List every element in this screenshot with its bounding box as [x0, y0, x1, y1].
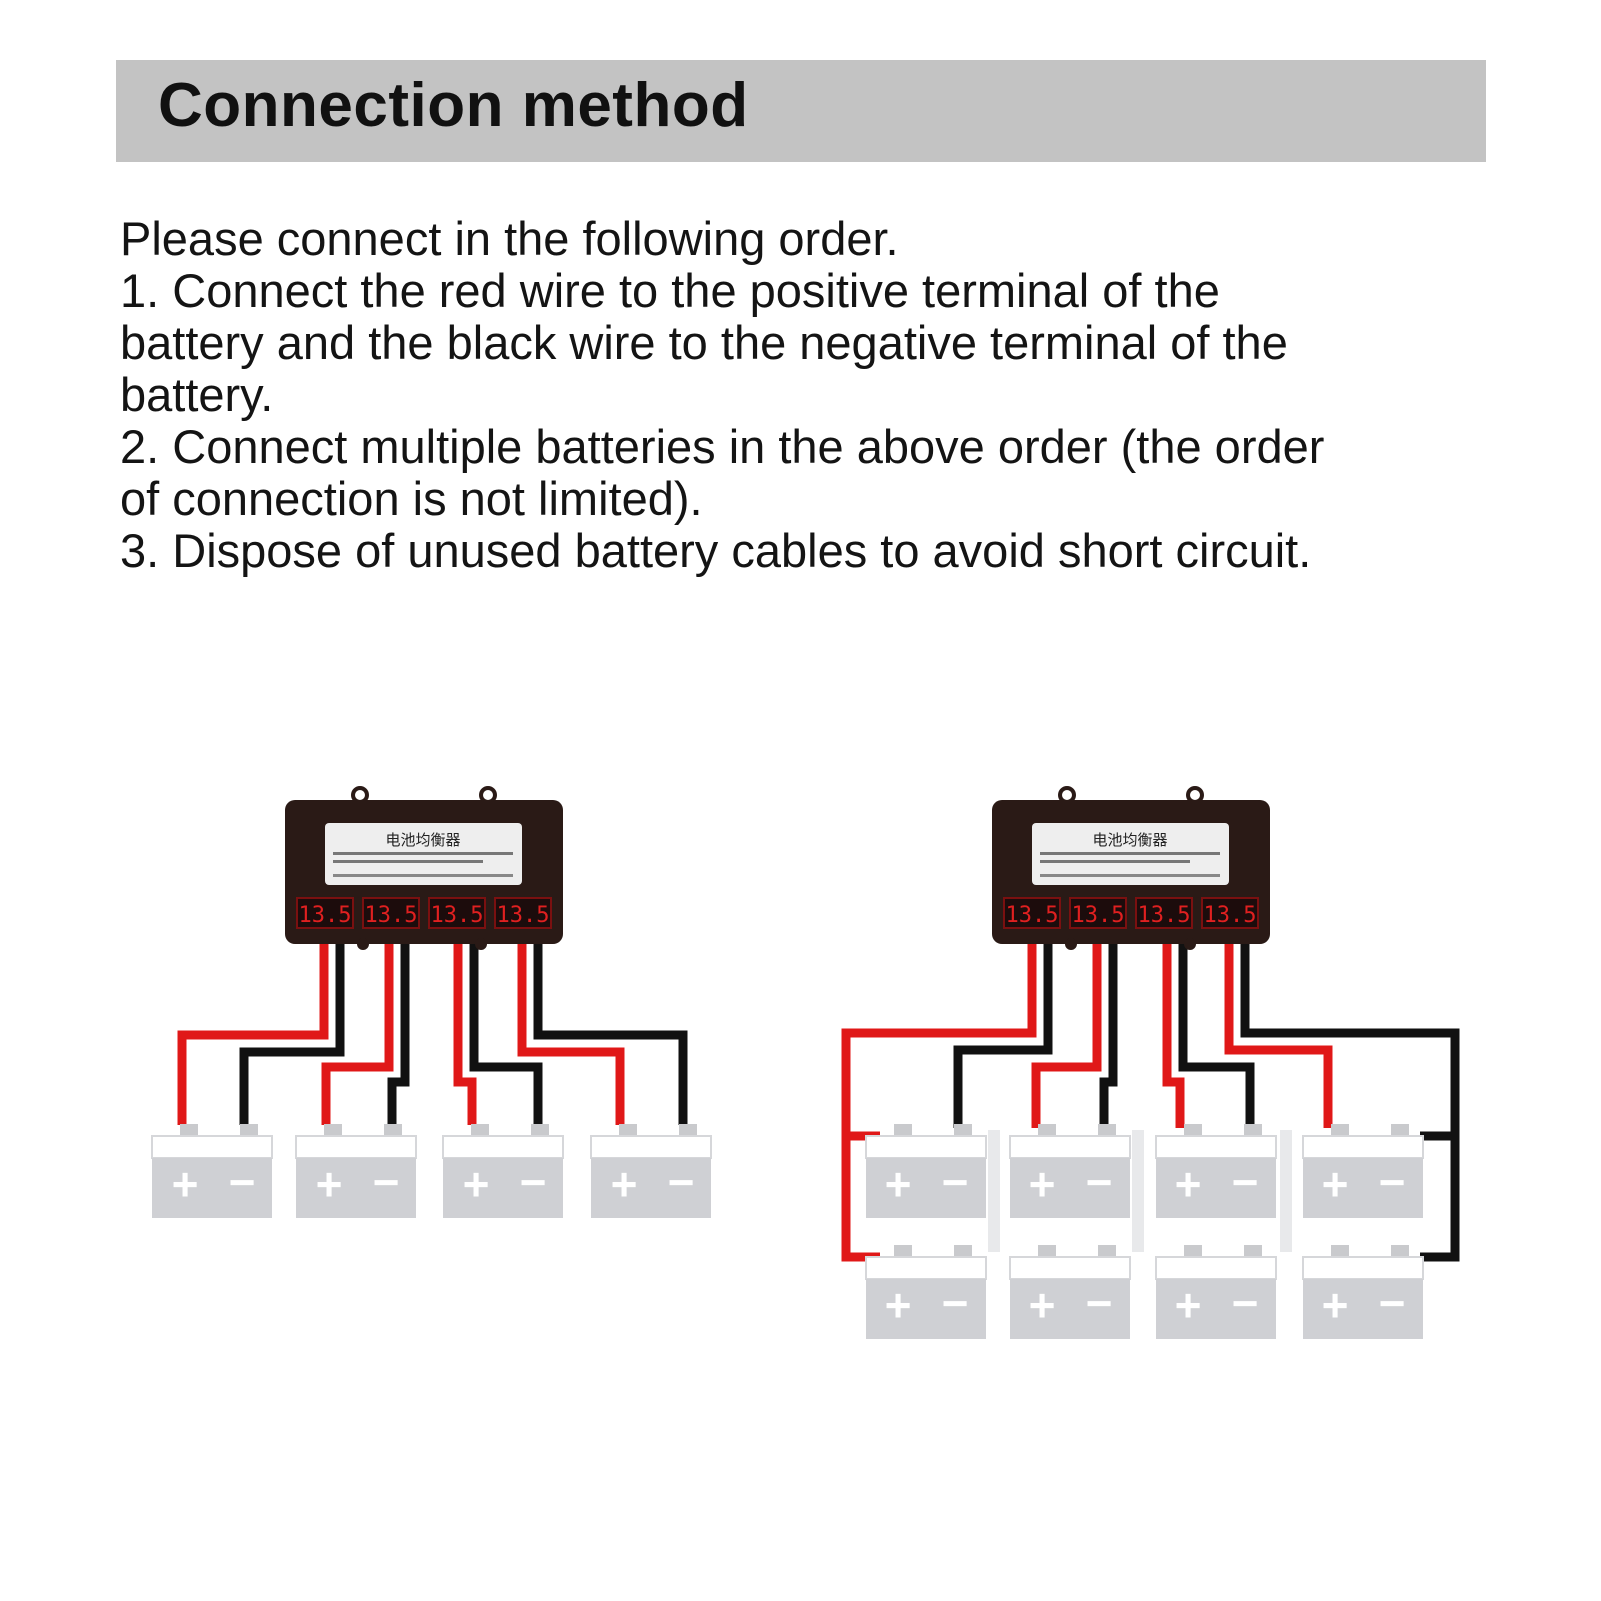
display-readout: 13.5 [1006, 903, 1059, 928]
instruction-step-3: 3. Dispose of unused battery cables to a… [120, 524, 1312, 577]
plus-icon: + [611, 1158, 638, 1210]
diagram-single-row: 电池均衡器 13.5 13.5 13.5 13.5 [151, 786, 712, 1219]
page-title: Connection method [158, 70, 749, 140]
minus-icon: − [942, 1156, 969, 1208]
diagram-parallel-rows: 电池均衡器 13.5 13.5 13.5 13.5 [841, 786, 1460, 1340]
minus-icon: − [520, 1156, 547, 1208]
battery-row-top-right: + − + − + − + − [865, 1123, 1424, 1219]
balancer-device-right: 电池均衡器 13.5 13.5 13.5 13.5 [992, 786, 1270, 944]
minus-icon: − [1232, 1156, 1259, 1208]
minus-icon: − [1086, 1156, 1113, 1208]
display-readout: 13.5 [431, 903, 484, 928]
minus-icon: − [229, 1156, 256, 1208]
battery-connectors [988, 1130, 1292, 1252]
minus-icon: − [668, 1156, 695, 1208]
minus-icon: − [942, 1277, 969, 1329]
minus-icon: − [1232, 1277, 1259, 1329]
instructions: Please connect in the following order. 1… [120, 213, 1350, 577]
battery-row-left: + − + − + − + − [151, 1123, 712, 1219]
device-label-title: 电池均衡器 [385, 831, 460, 849]
plus-icon: + [1029, 1279, 1056, 1331]
plus-icon: + [463, 1158, 490, 1210]
plus-icon: + [885, 1158, 912, 1210]
minus-icon: − [1086, 1277, 1113, 1329]
plus-icon: + [885, 1279, 912, 1331]
display-readout: 13.5 [1204, 903, 1257, 928]
display-readout: 13.5 [1138, 903, 1191, 928]
battery-row-bottom-right: + − + − + − + − [865, 1244, 1424, 1340]
minus-icon: − [1379, 1156, 1406, 1208]
title-bar: Connection method [116, 60, 1486, 162]
plus-icon: + [1029, 1158, 1056, 1210]
plus-icon: + [1322, 1158, 1349, 1210]
display-readout: 13.5 [497, 903, 550, 928]
plus-icon: + [1175, 1279, 1202, 1331]
plus-icon: + [1175, 1158, 1202, 1210]
plus-icon: + [1322, 1279, 1349, 1331]
wires-left [177, 944, 688, 1125]
plus-icon: + [316, 1158, 343, 1210]
device-label-title: 电池均衡器 [1092, 831, 1167, 849]
display-readout: 13.5 [1072, 903, 1125, 928]
instruction-step-1: 1. Connect the red wire to the positive … [120, 264, 1288, 421]
minus-icon: − [373, 1156, 400, 1208]
display-readout: 13.5 [299, 903, 352, 928]
instruction-intro: Please connect in the following order. [120, 212, 899, 265]
minus-icon: − [1379, 1277, 1406, 1329]
balancer-device-left: 电池均衡器 13.5 13.5 13.5 13.5 [285, 786, 563, 944]
display-readout: 13.5 [365, 903, 418, 928]
instruction-step-2: 2. Connect multiple batteries in the abo… [120, 420, 1325, 525]
plus-icon: + [172, 1158, 199, 1210]
